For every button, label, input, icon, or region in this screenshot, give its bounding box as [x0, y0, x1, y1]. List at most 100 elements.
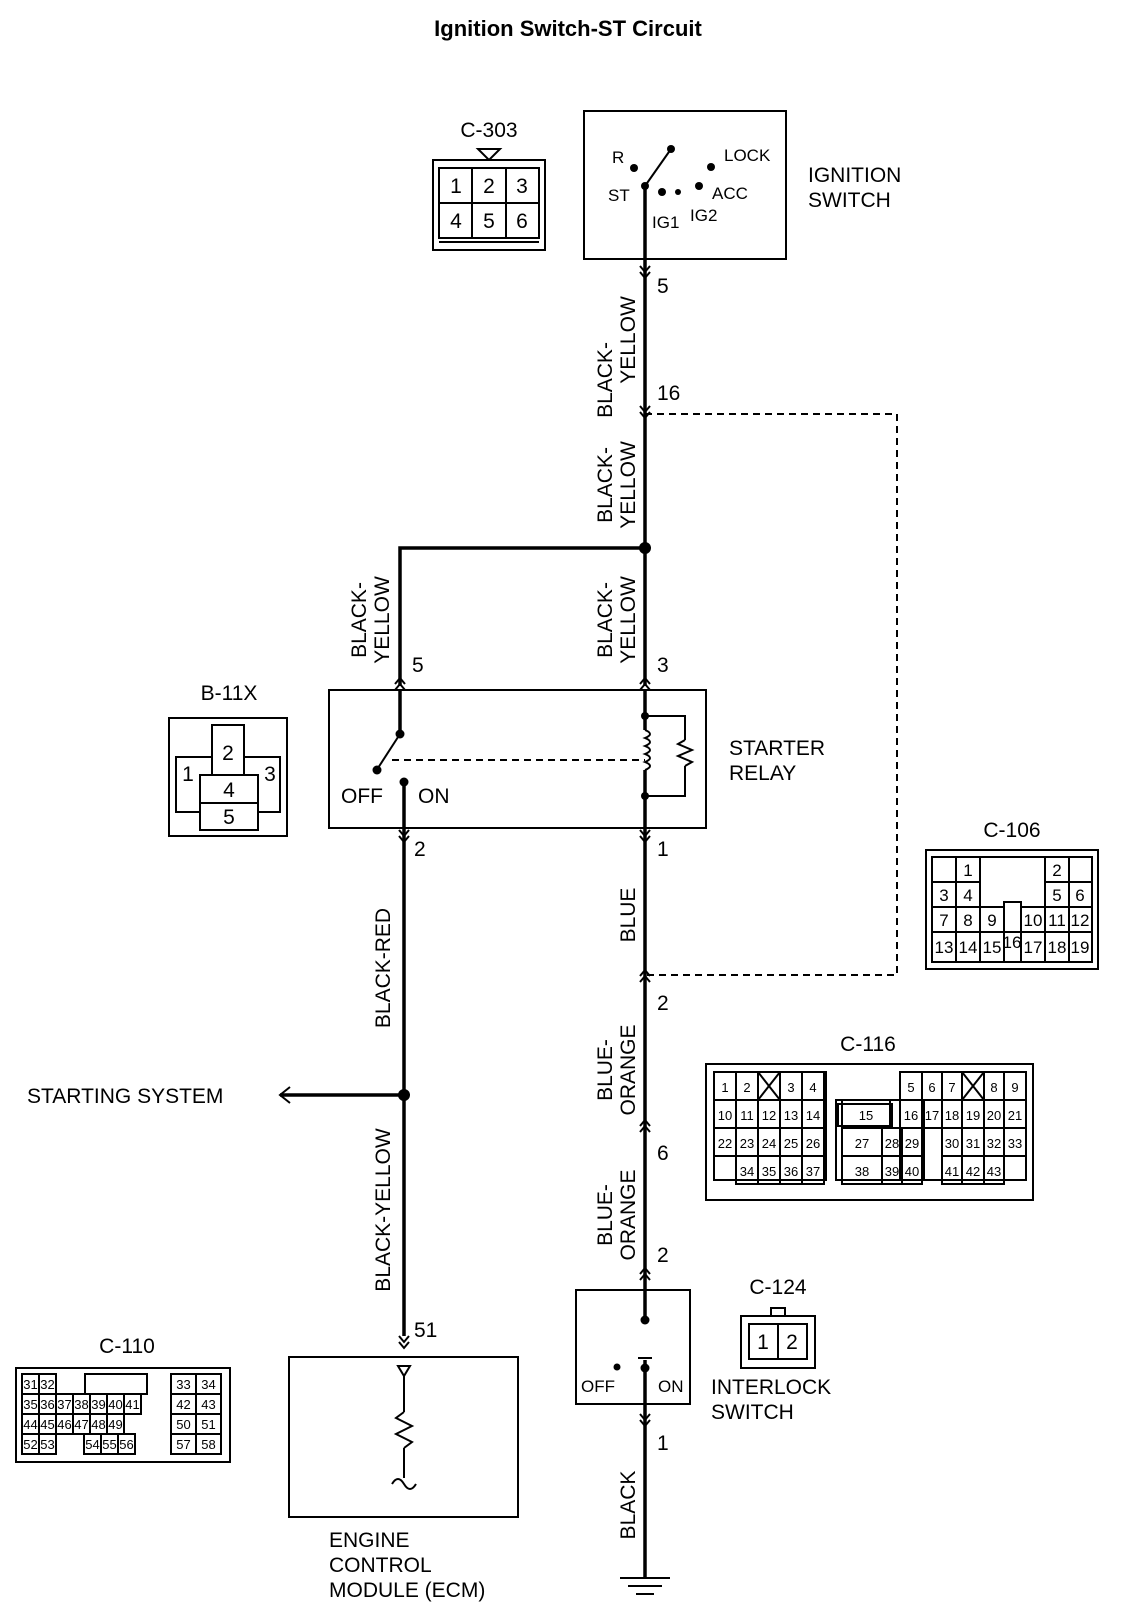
svg-text:5: 5 [657, 275, 669, 298]
svg-text:4: 4 [223, 779, 235, 802]
svg-text:2: 2 [483, 175, 495, 198]
connector-pin: 48 [91, 1417, 105, 1432]
connector-pin: 16 [904, 1108, 918, 1123]
svg-text:2: 2 [786, 1331, 798, 1354]
connector-c110-label: C-110 [99, 1335, 155, 1358]
connector-pin: 23 [740, 1136, 754, 1151]
connector-pin: 47 [74, 1417, 88, 1432]
svg-text:16: 16 [1003, 933, 1022, 952]
connector-pin: 14 [806, 1108, 820, 1123]
svg-text:ON: ON [658, 1377, 684, 1396]
connector-pin: 32 [987, 1136, 1001, 1151]
svg-text:4: 4 [963, 886, 972, 905]
connector-pin: 11 [740, 1108, 754, 1123]
connector-pin: 5 [907, 1080, 914, 1095]
connector-pin: 6 [928, 1080, 935, 1095]
svg-text:OFF: OFF [341, 785, 383, 808]
svg-text:ACC: ACC [712, 184, 748, 203]
connector-pin: 35 [762, 1164, 776, 1179]
connector-pin: 25 [784, 1136, 798, 1151]
connector-pin: 17 [925, 1108, 939, 1123]
wire-label: BLACK-YELLOW [372, 1128, 395, 1292]
connector-pin: 44 [23, 1417, 37, 1432]
svg-text:3: 3 [264, 763, 276, 786]
svg-text:10: 10 [1024, 911, 1043, 930]
connector-pin: 36 [40, 1397, 54, 1412]
svg-text:R: R [612, 148, 624, 167]
connector-pin: 34 [201, 1377, 215, 1392]
connector-pin: 54 [85, 1437, 99, 1452]
connector-pin: 55 [102, 1437, 116, 1452]
connector-pin: 37 [57, 1397, 71, 1412]
connector-pin: 35 [23, 1397, 37, 1412]
svg-text:1: 1 [963, 861, 972, 880]
svg-text:MODULE (ECM): MODULE (ECM) [329, 1579, 485, 1602]
svg-text:IG1: IG1 [652, 213, 679, 232]
connector-pin: 9 [1011, 1080, 1018, 1095]
connector-pin: 1 [721, 1080, 728, 1095]
connector-pin: 43 [201, 1397, 215, 1412]
connector-c106-label: C-106 [983, 819, 1040, 842]
connector-pin: 29 [905, 1136, 919, 1151]
connector-pin: 32 [40, 1377, 54, 1392]
wire-label: BLACK- [594, 582, 617, 658]
connector-c124: C-124 1 2 [740, 1276, 816, 1369]
connector-pin: 31 [23, 1377, 37, 1392]
svg-text:6: 6 [657, 1142, 669, 1165]
svg-text:19: 19 [1071, 938, 1090, 957]
starter-relay-label: STARTER [729, 737, 825, 760]
connector-pin: 37 [806, 1164, 820, 1179]
svg-text:7: 7 [939, 911, 948, 930]
connector-pin: 3 [787, 1080, 794, 1095]
connector-pin: 40 [108, 1397, 122, 1412]
connector-pin: 24 [762, 1136, 776, 1151]
connector-pin: 20 [987, 1108, 1001, 1123]
svg-text:YELLOW: YELLOW [617, 576, 640, 664]
connector-pin: 28 [885, 1136, 899, 1151]
ignition-switch-label: IGNITION [808, 164, 901, 187]
connector-pin: 19 [966, 1108, 980, 1123]
connector-pin: 30 [945, 1136, 959, 1151]
connector-pin: 34 [740, 1164, 754, 1179]
svg-text:LOCK: LOCK [724, 146, 771, 165]
svg-text:OFF: OFF [581, 1377, 615, 1396]
connector-pin: 2 [743, 1080, 750, 1095]
svg-text:3: 3 [939, 886, 948, 905]
connector-pin: 45 [40, 1417, 54, 1432]
svg-text:16: 16 [657, 382, 680, 405]
svg-text:1: 1 [450, 175, 462, 198]
connector-pin: 51 [201, 1417, 215, 1432]
svg-text:18: 18 [1048, 938, 1067, 957]
connector-pin: 42 [966, 1164, 980, 1179]
svg-text:SWITCH: SWITCH [808, 189, 891, 212]
svg-text:1: 1 [182, 763, 194, 786]
svg-text:YELLOW: YELLOW [617, 441, 640, 529]
connector-pin: 12 [762, 1108, 776, 1123]
c106-dashed-path [645, 413, 898, 976]
interlock-switch-label: INTERLOCK [711, 1376, 831, 1399]
svg-text:5: 5 [483, 210, 495, 233]
connector-pin: 7 [948, 1080, 955, 1095]
svg-text:CONTROL: CONTROL [329, 1554, 432, 1577]
svg-text:15: 15 [983, 938, 1002, 957]
connector-pin: 21 [1008, 1108, 1022, 1123]
svg-text:3: 3 [516, 175, 528, 198]
wire-label: BLACK- [594, 447, 617, 523]
connector-pin: 52 [23, 1437, 37, 1452]
connector-c303: C-303 1 2 3 4 5 6 [432, 119, 546, 251]
connector-pin: 40 [905, 1164, 919, 1179]
connector-pin: 33 [176, 1377, 190, 1392]
connector-c116-label: C-116 [840, 1033, 896, 1056]
svg-text:ORANGE: ORANGE [617, 1169, 640, 1260]
connector-pin: 49 [108, 1417, 122, 1432]
svg-text:YELLOW: YELLOW [617, 296, 640, 384]
svg-text:3: 3 [657, 654, 669, 677]
svg-text:2: 2 [414, 838, 426, 861]
svg-text:51: 51 [414, 1319, 437, 1342]
starter-relay: OFF ON STARTER RELAY [328, 689, 825, 829]
connector-pin: 27 [855, 1136, 869, 1151]
svg-text:1: 1 [757, 1331, 769, 1354]
wire-branch-relay-5 [398, 546, 645, 686]
